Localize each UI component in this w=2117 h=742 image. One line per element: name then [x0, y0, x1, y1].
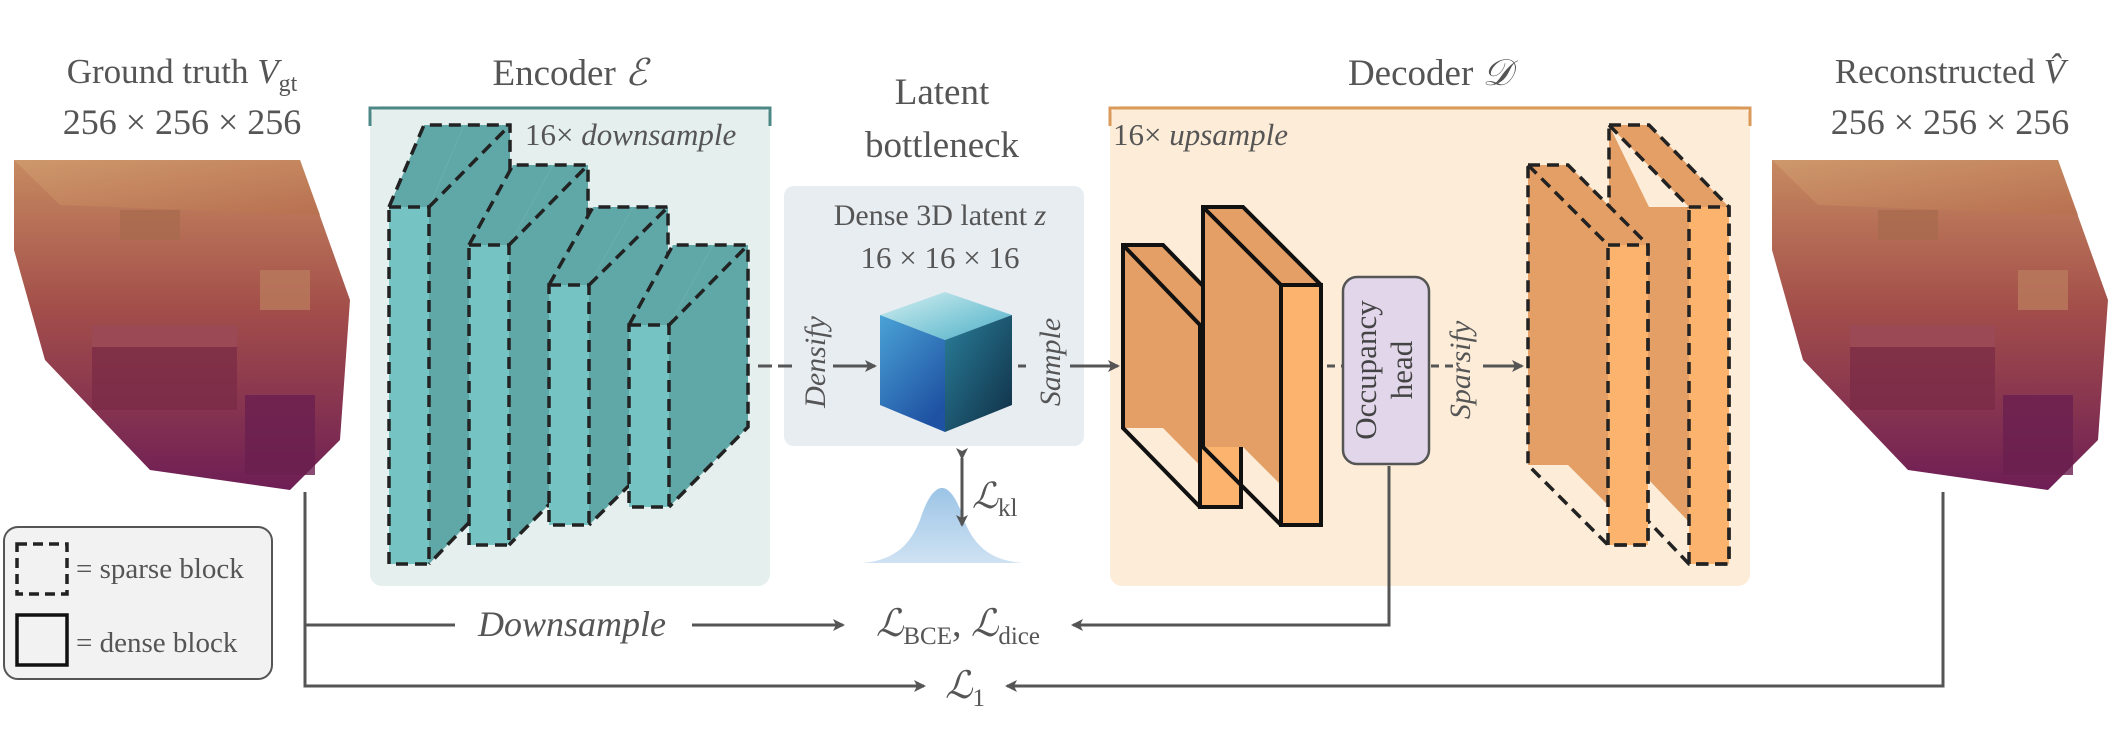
legend-sparse-label: = sparse block — [76, 553, 244, 585]
ground-truth-dims: 256 × 256 × 256 — [63, 102, 302, 142]
recon-to-l1-arrow — [1005, 492, 1945, 692]
legend-dense-swatch — [15, 613, 69, 667]
decoder-sparse-block-1 — [1526, 163, 1650, 547]
legend-dense-label: = dense block — [76, 627, 238, 659]
occupancy-head: Occupancy head — [1341, 275, 1431, 466]
legend: = sparse block = dense block — [3, 526, 273, 680]
encoder-sparse-block-4 — [627, 243, 750, 509]
latent-dims: 16 × 16 × 16 — [861, 240, 1020, 275]
latent-cube — [880, 292, 1012, 432]
ground-truth-title: Ground truth Vgt — [67, 52, 298, 97]
gt-to-l1-arrow — [303, 492, 926, 692]
encoder-section: Encoder ℰ 16× downsample — [368, 53, 772, 586]
decoder-section: Decoder 𝒟 16× upsample — [1108, 53, 1752, 586]
sparsify-label: Sparsify — [1444, 320, 1477, 419]
legend-sparse-swatch — [15, 542, 69, 596]
encoder-downsample-label: 16× downsample — [525, 117, 736, 152]
decoder-title: Decoder 𝒟 — [1348, 53, 1519, 94]
occupancy-head-line2: head — [1384, 340, 1419, 399]
decoder-dense-block-2 — [1201, 205, 1323, 527]
latent-label: Dense 3D latent z — [834, 199, 1047, 232]
ground-truth-voxel-scene — [14, 160, 350, 490]
encoder-title: Encoder ℰ — [493, 53, 652, 94]
occupancy-to-bce-arrow — [1071, 466, 1391, 631]
bottleneck-section: Latent bottleneck Dense 3D latent z 16 ×… — [784, 72, 1084, 563]
bce-dice-loss-label: ℒBCE, ℒdice — [876, 603, 1040, 650]
bottleneck-title-line1: Latent — [895, 72, 990, 113]
gaussian-prior-icon — [862, 488, 1022, 563]
bottleneck-title-line2: bottleneck — [865, 125, 1020, 166]
densify-label: Densify — [799, 315, 832, 408]
reconstructed-voxel-scene — [1772, 160, 2108, 490]
ground-truth-section: Ground truth Vgt 256 × 256 × 256 — [14, 52, 350, 490]
reconstructed-section: Reconstructed V̂ 256 × 256 × 256 — [1772, 51, 2108, 490]
sample-label: Sample — [1034, 318, 1067, 406]
decoder-bracket — [1108, 106, 1752, 126]
downsample-label: Downsample — [477, 604, 666, 644]
decoder-upsample-label: 16× upsample — [1113, 117, 1288, 152]
occupancy-head-line1: Occupancy — [1348, 300, 1383, 440]
flow-arrows — [303, 360, 1945, 692]
reconstructed-title: Reconstructed V̂ — [1835, 51, 2069, 91]
reconstructed-dims: 256 × 256 × 256 — [1831, 102, 2070, 142]
l1-loss-label: ℒ1 — [945, 665, 985, 712]
kl-loss-label: ℒkl — [972, 476, 1017, 522]
encoder-bracket — [368, 106, 772, 126]
